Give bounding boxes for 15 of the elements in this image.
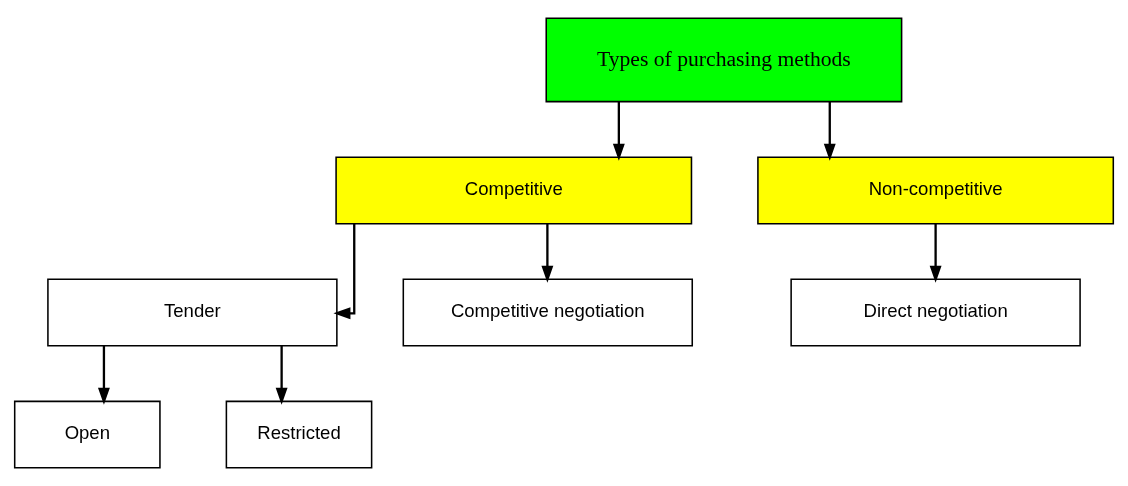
arrow: [929, 223, 942, 283]
arrow: [541, 223, 554, 283]
node-box: Types of purchasing methods: [545, 17, 903, 103]
node-box: Competitive: [335, 156, 693, 225]
node-box: Non-competitive: [757, 156, 1115, 225]
node-box: Competitive negotiation: [402, 278, 694, 347]
node-box: Direct negotiation: [790, 278, 1081, 347]
arrow: [333, 224, 356, 320]
arrow: [275, 345, 288, 405]
arrow: [823, 101, 836, 161]
node-box: Open: [13, 400, 161, 469]
arrow: [97, 345, 110, 405]
node-box: Restricted: [225, 400, 373, 469]
node-box: Tender: [47, 278, 338, 347]
arrow: [612, 101, 625, 161]
